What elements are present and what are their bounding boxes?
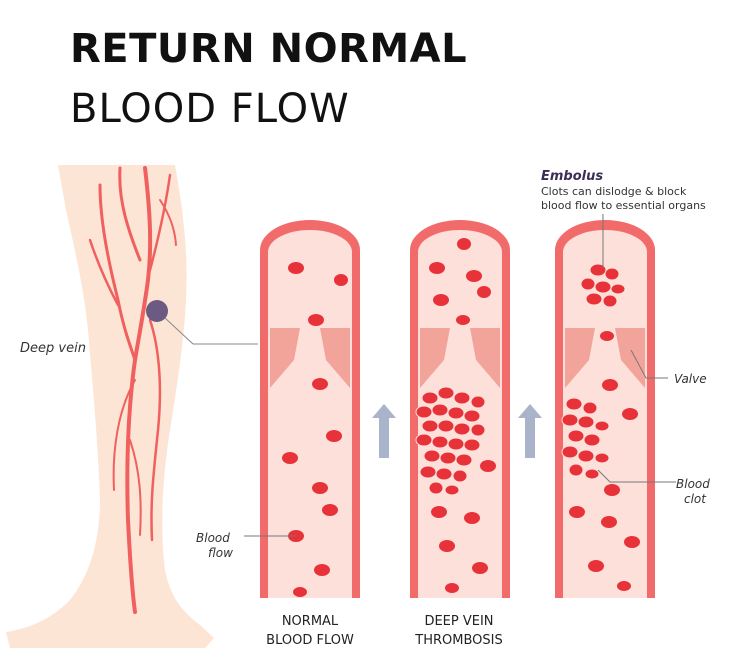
arrow-up-1 [372, 404, 396, 458]
label-valve: Valve [674, 372, 707, 386]
caption-dvt-1: DEEP VEIN [424, 614, 493, 629]
deep-vein-marker [146, 300, 168, 322]
label-embolus-desc-2: blood flow to essential organs [541, 199, 706, 212]
label-blood-clot-1: Blood [676, 477, 710, 491]
caption-normal-1: NORMAL [282, 614, 339, 629]
label-embolus-desc-1: Clots can dislodge & block [541, 185, 687, 198]
arrow-up-2 [518, 404, 542, 458]
label-embolus: Embolus [541, 169, 603, 184]
label-blood-flow-2: flow [208, 546, 233, 560]
label-blood-clot-2: clot [684, 492, 707, 506]
leg-shape [6, 165, 214, 648]
caption-dvt-2: THROMBOSIS [414, 633, 502, 648]
label-blood-flow-1: Blood [196, 531, 230, 545]
caption-normal-2: BLOOD FLOW [266, 633, 354, 648]
label-deep-vein: Deep vein [20, 341, 86, 356]
leg-illustration [6, 165, 258, 648]
